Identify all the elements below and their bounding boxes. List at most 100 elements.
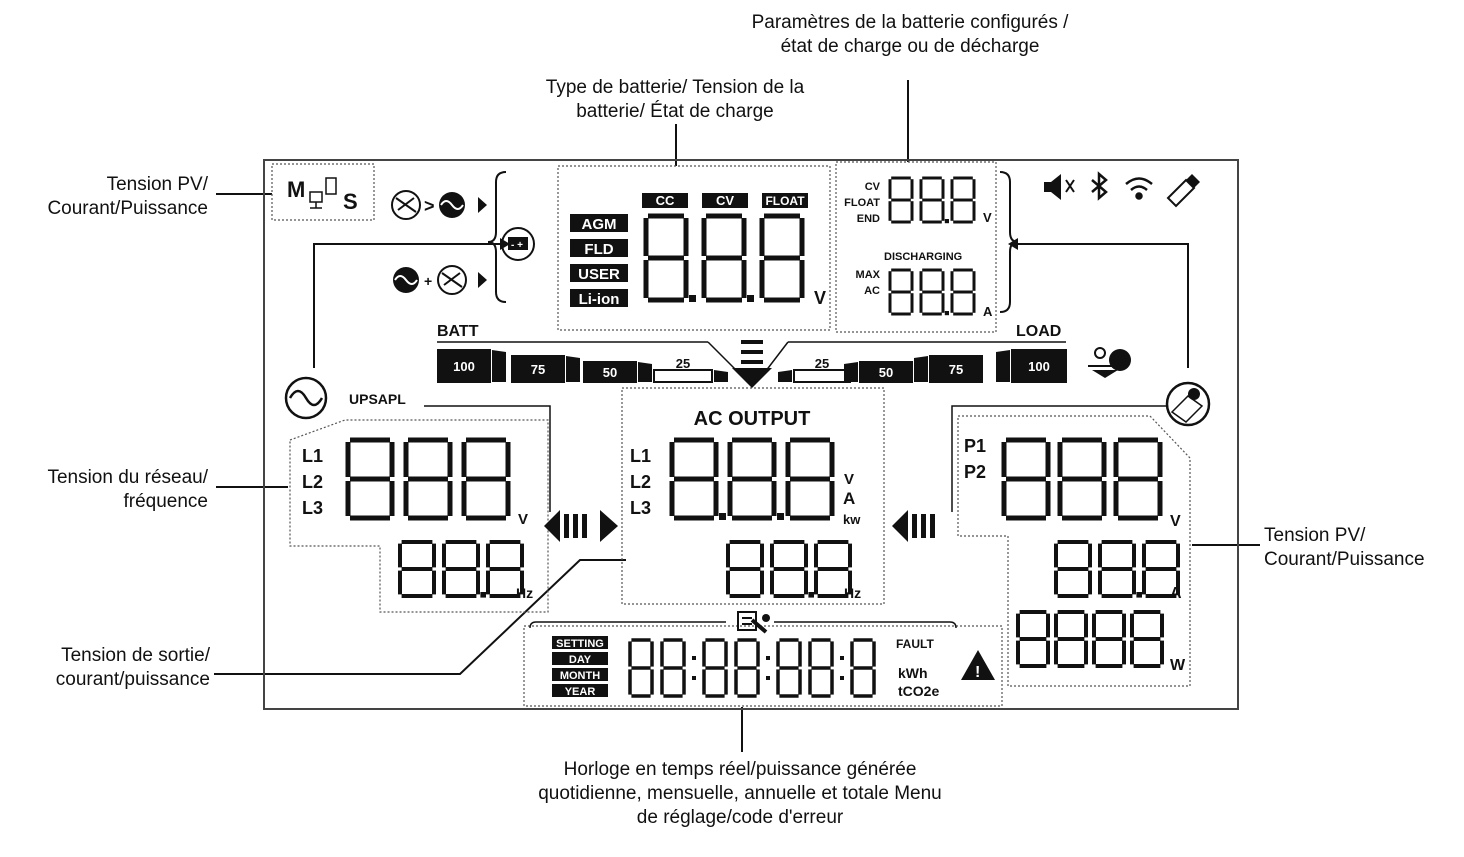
load-level-segment: 50 bbox=[844, 361, 913, 383]
clock-mode-item: DAY bbox=[552, 652, 608, 666]
segment-digit bbox=[1001, 437, 1051, 521]
lcd-frame bbox=[263, 159, 1239, 710]
segment-digit bbox=[808, 638, 834, 698]
warning-icon: ! bbox=[961, 650, 995, 681]
clock-mode-item: MONTH bbox=[552, 668, 608, 682]
segment-digit bbox=[442, 540, 486, 598]
grid-plus-pv-icon: + bbox=[393, 265, 487, 295]
pv-voltage-digits bbox=[1001, 437, 1163, 521]
pv-flow-line bbox=[951, 405, 1168, 512]
segment-digit bbox=[702, 638, 728, 698]
svg-text:+: + bbox=[424, 273, 432, 289]
segment-digit bbox=[1057, 437, 1107, 521]
svg-text:SETTING: SETTING bbox=[556, 638, 604, 650]
pv-priority-icon: > bbox=[391, 190, 487, 220]
grid-l1: L1 bbox=[302, 446, 323, 466]
svg-text:FLOAT: FLOAT bbox=[765, 194, 805, 208]
grid-hz-unit: Hz bbox=[516, 585, 533, 601]
segment-digit bbox=[770, 540, 814, 598]
svg-text:- +: - + bbox=[511, 240, 523, 251]
svg-text:75: 75 bbox=[949, 362, 963, 377]
segment-digit bbox=[1092, 610, 1126, 668]
segment-digit bbox=[888, 176, 914, 224]
svg-text:DAY: DAY bbox=[569, 654, 592, 666]
left-brace bbox=[487, 171, 507, 303]
grid-flow-line bbox=[424, 405, 551, 512]
segment-digit bbox=[814, 540, 852, 598]
svg-text:25: 25 bbox=[815, 356, 829, 371]
out-a-unit: A bbox=[843, 489, 855, 508]
segment-digit bbox=[734, 638, 760, 698]
batt-level-segment: 25 bbox=[653, 356, 728, 383]
cv-label: CV bbox=[865, 181, 881, 193]
clock-digits bbox=[628, 638, 876, 698]
segment-digit bbox=[785, 437, 835, 521]
grid-to-output-arrow bbox=[544, 510, 618, 542]
battery-type-item: AGM bbox=[570, 214, 628, 233]
grid-ac-icon bbox=[284, 376, 328, 420]
grid-l3: L3 bbox=[302, 498, 323, 518]
ac-output-title: AC OUTPUT bbox=[694, 408, 811, 430]
leader-lines bbox=[214, 80, 1260, 752]
svg-text:Li-ion: Li-ion bbox=[579, 291, 620, 308]
segment-digit bbox=[403, 437, 453, 521]
pv-p1: P1 bbox=[964, 436, 986, 456]
segment-digit bbox=[1142, 540, 1180, 598]
colon-dot bbox=[840, 656, 844, 660]
max-unit: A bbox=[983, 304, 993, 319]
pv-to-output-arrow bbox=[892, 510, 935, 542]
grid-to-batt-line bbox=[313, 243, 500, 368]
segment-digit bbox=[759, 213, 805, 303]
svg-text:FLD: FLD bbox=[584, 241, 613, 258]
usb-icon bbox=[1166, 174, 1200, 208]
segment-digit bbox=[461, 437, 511, 521]
segment-digit bbox=[919, 176, 949, 224]
battery-type-item: USER bbox=[570, 264, 628, 283]
svg-text:50: 50 bbox=[603, 365, 617, 380]
cv-digits bbox=[888, 176, 976, 224]
mute-icon bbox=[1044, 174, 1075, 200]
pv-power-digits bbox=[1016, 610, 1164, 668]
load-label: LOAD bbox=[1016, 323, 1061, 340]
callout-clock: Horloge en temps réel/puissance générée … bbox=[538, 759, 942, 828]
ac-output-title-bg bbox=[664, 404, 840, 430]
out-l1: L1 bbox=[630, 446, 651, 466]
charge-mode-item: CC bbox=[642, 193, 688, 208]
svg-text:75: 75 bbox=[531, 362, 545, 377]
kwh-label: kWh bbox=[898, 665, 928, 681]
segment-digit bbox=[345, 437, 395, 521]
batt-label: BATT bbox=[437, 323, 479, 340]
segment-digit bbox=[643, 213, 696, 303]
pv-panel-icon bbox=[1165, 381, 1211, 427]
fault-label: FAULT bbox=[896, 637, 934, 651]
segment-digit bbox=[660, 638, 686, 698]
batt-volt-unit: V bbox=[814, 288, 826, 308]
segment-digit bbox=[1054, 540, 1092, 598]
segment-digit bbox=[1130, 610, 1164, 668]
grid-v-unit: V bbox=[518, 511, 528, 528]
output-frequency-digits bbox=[726, 540, 852, 598]
segment-digit bbox=[919, 268, 949, 316]
load-level-segment: 100 bbox=[996, 349, 1067, 383]
segment-digit bbox=[726, 540, 764, 598]
load-icon bbox=[1088, 347, 1131, 378]
out-v-unit: V bbox=[844, 471, 854, 488]
svg-text:50: 50 bbox=[879, 365, 893, 380]
battery-voltage-digits bbox=[643, 213, 805, 303]
callout-battery-type: Type de batterie/ Tension de la batterie… bbox=[545, 77, 805, 122]
max-ac-digits bbox=[888, 268, 976, 316]
svg-text:100: 100 bbox=[1028, 359, 1050, 374]
colon-dot bbox=[766, 656, 770, 660]
charge-mode-item: CV bbox=[702, 193, 748, 208]
pv-to-params-arrow bbox=[1008, 238, 1018, 250]
colon-dot bbox=[692, 656, 696, 660]
end-label: END bbox=[857, 213, 880, 225]
batt-level-segment: 50 bbox=[583, 361, 652, 383]
callout-output: Tension de sortie/ courant/puissance bbox=[55, 645, 210, 690]
segment-digit bbox=[850, 638, 876, 698]
svg-text:CV: CV bbox=[716, 193, 734, 208]
segment-digit bbox=[486, 540, 524, 598]
segment-digit bbox=[950, 176, 976, 224]
